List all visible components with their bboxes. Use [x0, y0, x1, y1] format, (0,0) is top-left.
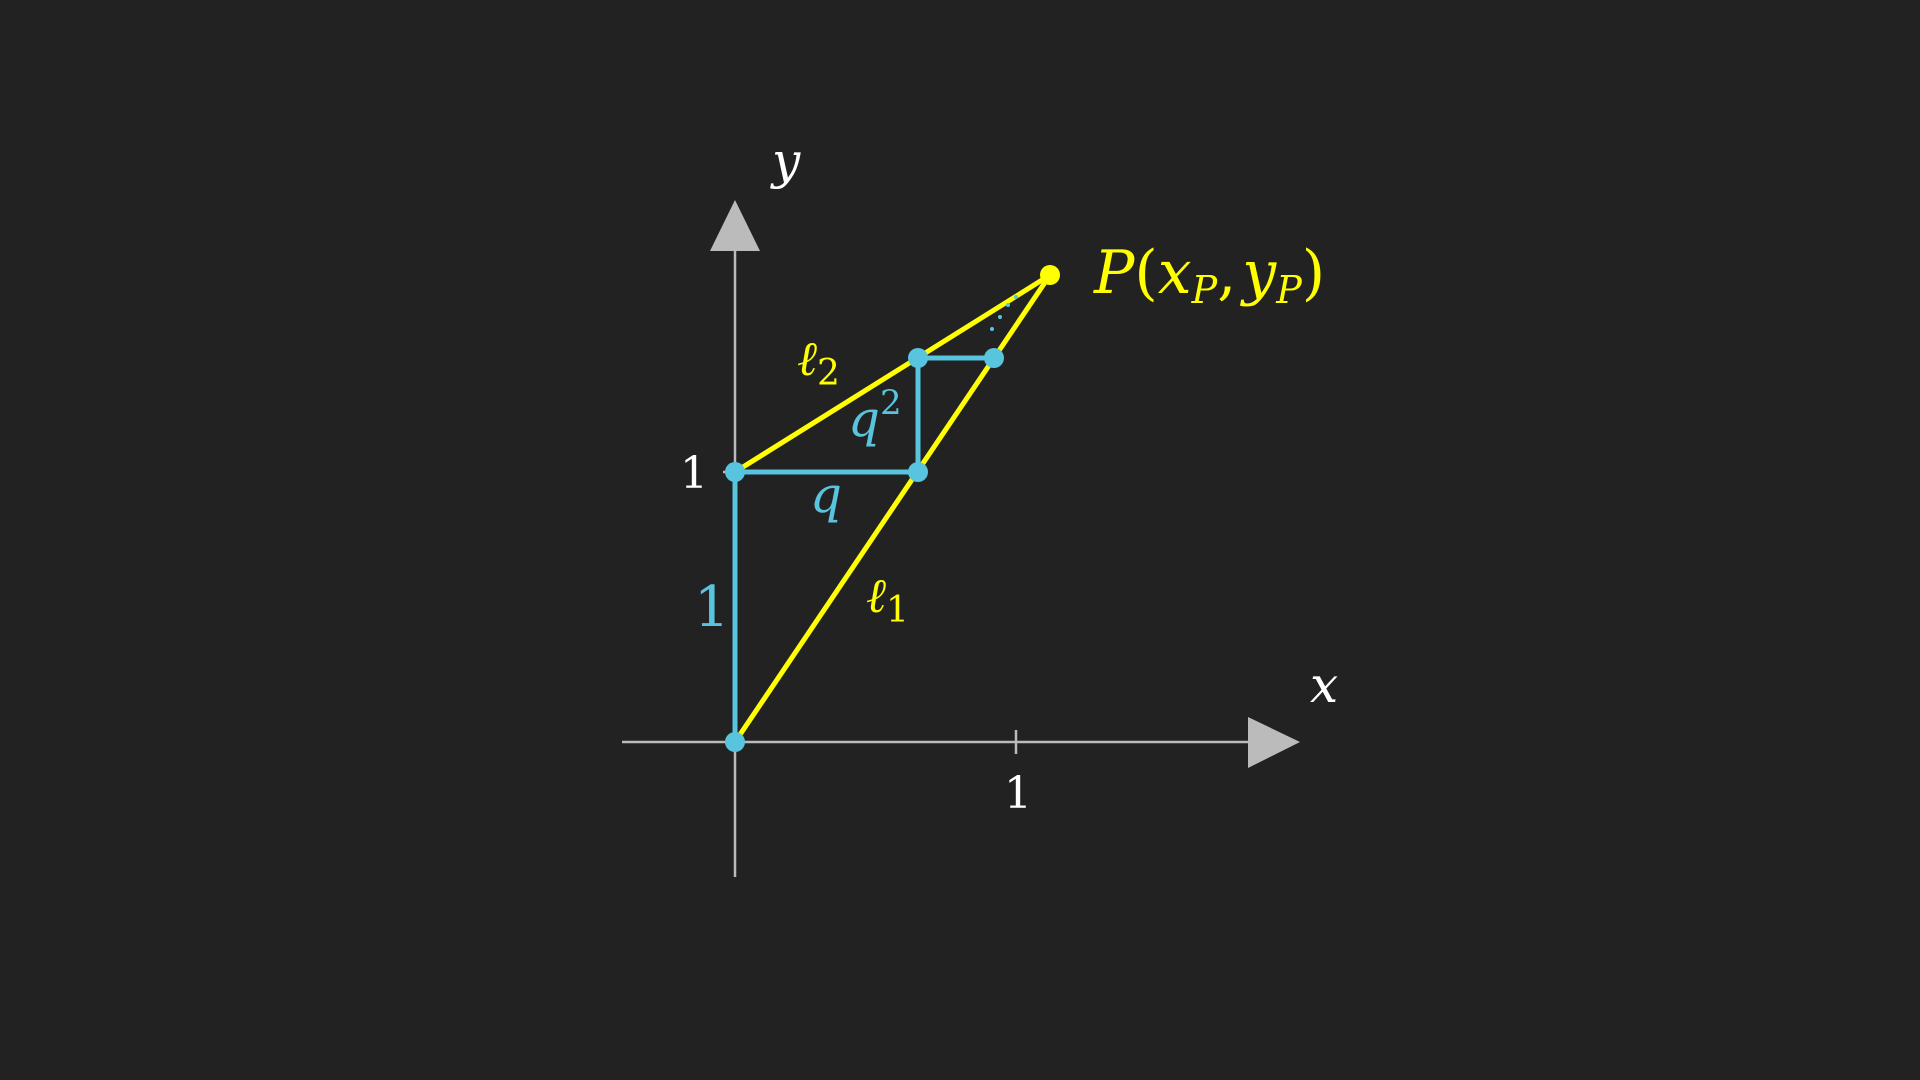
y-tick-label: 1 [680, 448, 708, 499]
point-origin [725, 732, 745, 752]
point-0-1 [725, 462, 745, 482]
x-axis-label: x [1310, 656, 1338, 714]
label-l1: ℓ1 [866, 568, 909, 631]
y-axis-arrowhead [710, 200, 760, 251]
x-tick-label: 1 [1004, 768, 1032, 819]
point-q-1 [908, 462, 928, 482]
x-axis-arrowhead [1248, 717, 1300, 768]
point-q-upper [908, 348, 928, 368]
point-P-label: P(xP,yP) [1093, 238, 1325, 312]
ellipsis-dot [990, 327, 994, 331]
label-l2: ℓ2 [797, 331, 840, 394]
point-q2-right [984, 348, 1004, 368]
ellipsis-dot [1014, 295, 1018, 299]
label-q2: q2 [848, 383, 902, 448]
y-axis-label: y [770, 132, 801, 190]
label-side-one: 1 [694, 575, 730, 640]
line-l2 [733, 272, 1052, 475]
line-l1 [732, 273, 1053, 744]
ellipsis-dot [998, 315, 1002, 319]
point-P [1040, 265, 1060, 285]
ellipsis-dot [1006, 303, 1010, 307]
label-q: q [810, 466, 842, 524]
